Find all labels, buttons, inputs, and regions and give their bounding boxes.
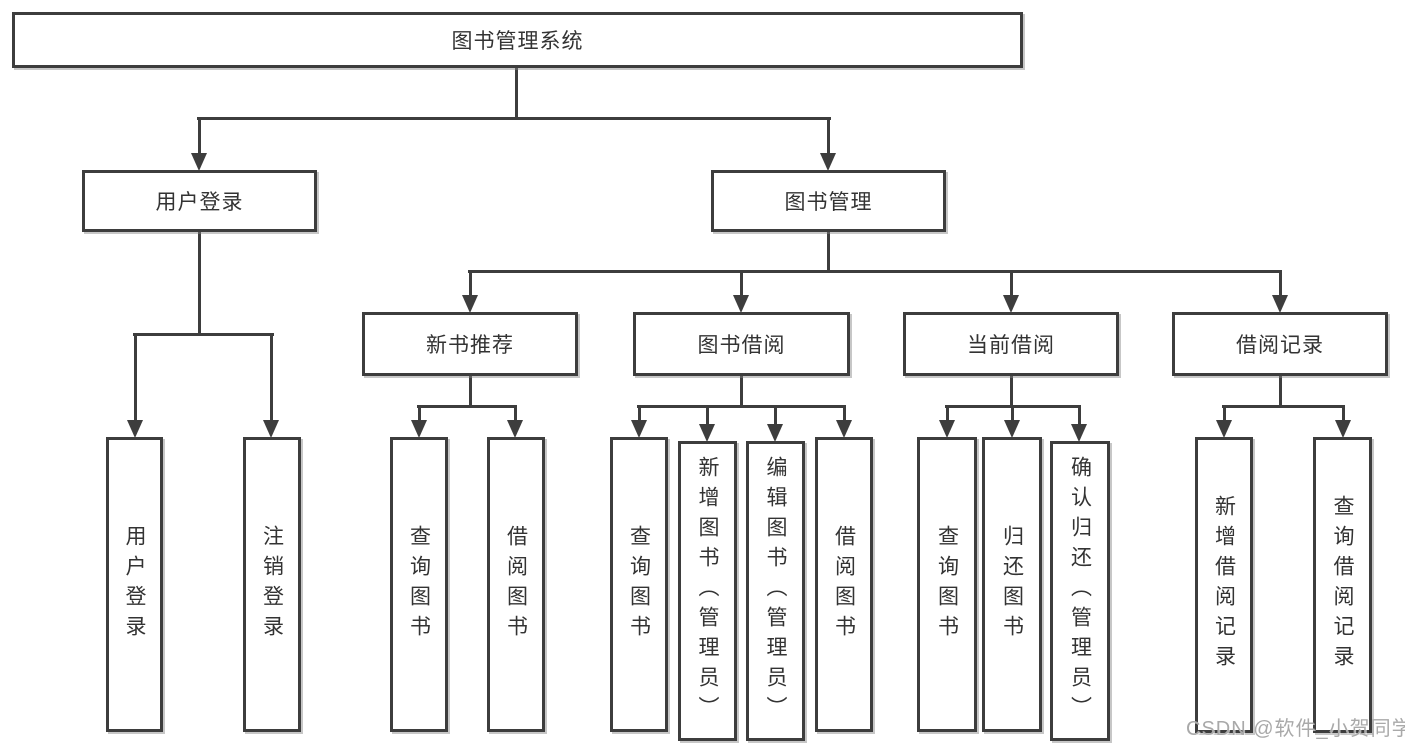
connector-current-stem xyxy=(1010,376,1013,407)
leaf-nr-query: 查询图书 xyxy=(390,437,448,732)
node-current: 当前借阅 xyxy=(903,312,1119,376)
connector-cb-return-arrow-stem xyxy=(1011,405,1014,422)
connector-book-mgmt-stem xyxy=(827,232,830,273)
node-book-mgmt: 图书管理 xyxy=(711,170,946,232)
arrowhead-br-add xyxy=(1216,420,1232,438)
connector-nr-query-arrow-stem xyxy=(418,405,421,422)
arrowhead-current xyxy=(1003,295,1019,313)
leaf-bb-borrow-label: 借阅图书 xyxy=(832,524,856,645)
connector-borrow-stem xyxy=(740,376,743,407)
connector-records-arrow-stem xyxy=(1279,270,1282,297)
leaf-ul-login-label: 用户登录 xyxy=(123,524,146,645)
node-borrow: 图书借阅 xyxy=(633,312,850,376)
arrowhead-borrow xyxy=(733,295,749,313)
node-records-label: 借阅记录 xyxy=(1236,334,1324,357)
arrowhead-new-rec xyxy=(462,295,478,313)
connector-ul-logout-arrow-stem xyxy=(270,333,273,422)
leaf-bb-edit: 编辑图书（管理员） xyxy=(746,441,805,741)
leaf-br-query-label: 查询借阅记录 xyxy=(1331,495,1354,675)
connector-bb-add-arrow-stem xyxy=(706,405,709,426)
arrowhead-nr-borrow xyxy=(507,420,523,438)
connector-br-query-arrow-stem xyxy=(1342,405,1345,422)
node-root-label: 图书管理系统 xyxy=(451,30,584,53)
node-book-mgmt-label: 图书管理 xyxy=(784,191,873,214)
arrowhead-ul-logout xyxy=(263,420,279,438)
node-user-login-label: 用户登录 xyxy=(155,191,244,214)
csdn-watermark: CSDN @软件_小贺同学 xyxy=(1186,718,1405,740)
leaf-cb-return: 归还图书 xyxy=(982,437,1042,732)
node-root: 图书管理系统 xyxy=(12,12,1023,68)
connector-bb-edit-arrow-stem xyxy=(774,405,777,426)
leaf-ul-login: 用户登录 xyxy=(106,437,163,732)
node-new-rec: 新书推荐 xyxy=(362,312,578,376)
connector-borrow-fork xyxy=(637,405,846,408)
arrowhead-records xyxy=(1272,295,1288,313)
leaf-br-add-label: 新增借阅记录 xyxy=(1212,495,1236,675)
connector-level3-fork xyxy=(468,270,1282,273)
node-records: 借阅记录 xyxy=(1172,312,1388,376)
leaf-bb-add-label: 新增图书（管理员） xyxy=(696,456,719,726)
connector-new-rec-fork xyxy=(417,405,517,408)
node-borrow-label: 图书借阅 xyxy=(697,334,786,357)
connector-borrow-arrow-stem xyxy=(740,270,743,297)
connector-new-rec-stem xyxy=(469,376,472,407)
connector-new-rec-arrow-stem xyxy=(469,270,472,297)
arrowhead-nr-query xyxy=(411,420,427,438)
arrowhead-br-query xyxy=(1335,420,1351,438)
connector-book-mgmt-arrow-stem xyxy=(827,117,830,155)
arrowhead-bb-edit xyxy=(767,424,783,442)
connector-cb-query-arrow-stem xyxy=(946,405,949,422)
connector-user-login-stem xyxy=(198,232,201,336)
arrowhead-bb-query xyxy=(631,420,647,438)
arrowhead-book-mgmt xyxy=(820,153,836,171)
leaf-cb-query-label: 查询图书 xyxy=(935,524,959,645)
leaf-nr-borrow: 借阅图书 xyxy=(487,437,545,732)
arrowhead-cb-confirm xyxy=(1071,424,1087,442)
arrowhead-bb-borrow xyxy=(836,420,852,438)
connector-root-stem xyxy=(515,68,518,120)
leaf-bb-borrow: 借阅图书 xyxy=(815,437,873,732)
leaf-cb-return-label: 归还图书 xyxy=(1000,524,1024,645)
arrowhead-ul-login xyxy=(127,420,143,438)
arrowhead-user-login xyxy=(191,153,207,171)
connector-br-add-arrow-stem xyxy=(1223,405,1226,422)
connector-user-login-fork xyxy=(133,333,274,336)
connector-current-arrow-stem xyxy=(1010,270,1013,297)
leaf-bb-query-label: 查询图书 xyxy=(627,524,651,645)
leaf-nr-borrow-label: 借阅图书 xyxy=(504,524,528,645)
connector-ul-login-arrow-stem xyxy=(134,333,137,422)
connector-records-fork xyxy=(1222,405,1345,408)
leaf-bb-query: 查询图书 xyxy=(610,437,668,732)
leaf-nr-query-label: 查询图书 xyxy=(407,524,431,645)
leaf-cb-query: 查询图书 xyxy=(917,437,977,732)
leaf-br-add: 新增借阅记录 xyxy=(1195,437,1253,733)
connector-level2-fork xyxy=(197,117,831,120)
arrowhead-cb-return xyxy=(1004,420,1020,438)
connector-user-login-arrow-stem xyxy=(198,117,201,155)
leaf-ul-logout-label: 注销登录 xyxy=(260,524,284,645)
connector-bb-borrow-arrow-stem xyxy=(843,405,846,422)
node-current-label: 当前借阅 xyxy=(967,334,1055,357)
connector-records-stem xyxy=(1279,376,1282,407)
leaf-bb-add: 新增图书（管理员） xyxy=(678,441,737,741)
leaf-br-query: 查询借阅记录 xyxy=(1313,437,1372,733)
node-new-rec-label: 新书推荐 xyxy=(426,334,514,357)
leaf-ul-logout: 注销登录 xyxy=(243,437,301,732)
leaf-cb-confirm: 确认归还（管理员） xyxy=(1050,441,1110,741)
leaf-bb-edit-label: 编辑图书（管理员） xyxy=(764,456,787,726)
node-user-login: 用户登录 xyxy=(82,170,317,232)
arrowhead-bb-add xyxy=(699,424,715,442)
connector-cb-confirm-arrow-stem xyxy=(1078,405,1081,426)
connector-nr-borrow-arrow-stem xyxy=(514,405,517,422)
connector-bb-query-arrow-stem xyxy=(638,405,641,422)
arrowhead-cb-query xyxy=(939,420,955,438)
leaf-cb-confirm-label: 确认归还（管理员） xyxy=(1068,456,1092,726)
